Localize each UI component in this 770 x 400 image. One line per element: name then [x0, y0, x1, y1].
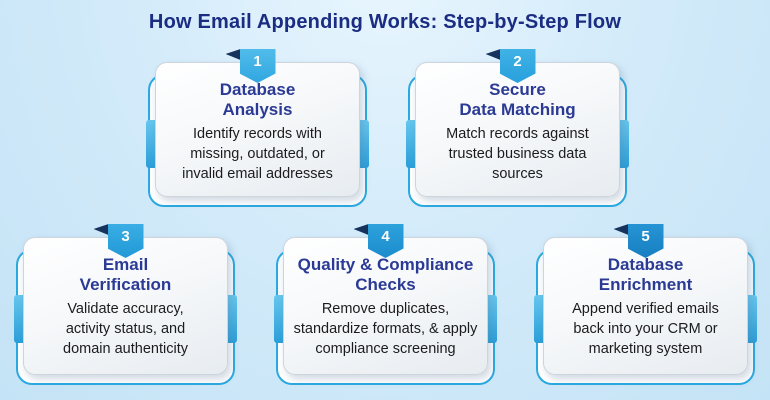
- step-4-description: Remove duplicates, standardize formats, …: [293, 300, 478, 357]
- step-card-5: Database Enrichment Append verified emai…: [534, 224, 757, 385]
- step-4-side-tab-left-icon: [274, 295, 284, 343]
- step-1-title: Database Analysis: [219, 80, 296, 120]
- step-5-side-tab-right-icon: [747, 295, 757, 343]
- step-2-card-face: Secure Data Matching Match records again…: [415, 62, 620, 197]
- ribbon-fold-icon: [485, 49, 501, 60]
- step-5-description: Append verified emails back into your CR…: [572, 300, 719, 357]
- step-3-description: Validate accuracy, activity status, and …: [63, 300, 188, 357]
- step-2-side-tab-right-icon: [619, 120, 629, 168]
- step-5-card-face: Database Enrichment Append verified emai…: [543, 237, 748, 375]
- step-4-title: Quality & Compliance Checks: [297, 255, 474, 295]
- step-2-description: Match records against trusted business d…: [446, 125, 589, 182]
- ribbon-fold-icon: [613, 224, 629, 235]
- step-card-2: Secure Data Matching Match records again…: [406, 49, 629, 207]
- ribbon-fold-icon: [93, 224, 109, 235]
- step-1-card-face: Database Analysis Identify records with …: [155, 62, 360, 197]
- step-3-card-face: Email Verification Validate accuracy, ac…: [23, 237, 228, 375]
- step-2-title: Secure Data Matching: [459, 80, 576, 120]
- step-card-4: Quality & Compliance Checks Remove dupli…: [274, 224, 497, 385]
- step-1-side-tab-left-icon: [146, 120, 156, 168]
- ribbon-fold-icon: [225, 49, 241, 60]
- step-3-side-tab-left-icon: [14, 295, 24, 343]
- step-card-1: Database Analysis Identify records with …: [146, 49, 369, 207]
- step-1-side-tab-right-icon: [359, 120, 369, 168]
- step-4-side-tab-right-icon: [487, 295, 497, 343]
- step-1-description: Identify records with missing, outdated,…: [182, 125, 333, 182]
- step-5-title: Database Enrichment: [598, 255, 693, 295]
- step-3-title: Email Verification: [79, 255, 172, 295]
- ribbon-fold-icon: [353, 224, 369, 235]
- step-3-side-tab-right-icon: [227, 295, 237, 343]
- step-card-3: Email Verification Validate accuracy, ac…: [14, 224, 237, 385]
- step-2-side-tab-left-icon: [406, 120, 416, 168]
- step-5-side-tab-left-icon: [534, 295, 544, 343]
- page-title: How Email Appending Works: Step-by-Step …: [148, 11, 622, 33]
